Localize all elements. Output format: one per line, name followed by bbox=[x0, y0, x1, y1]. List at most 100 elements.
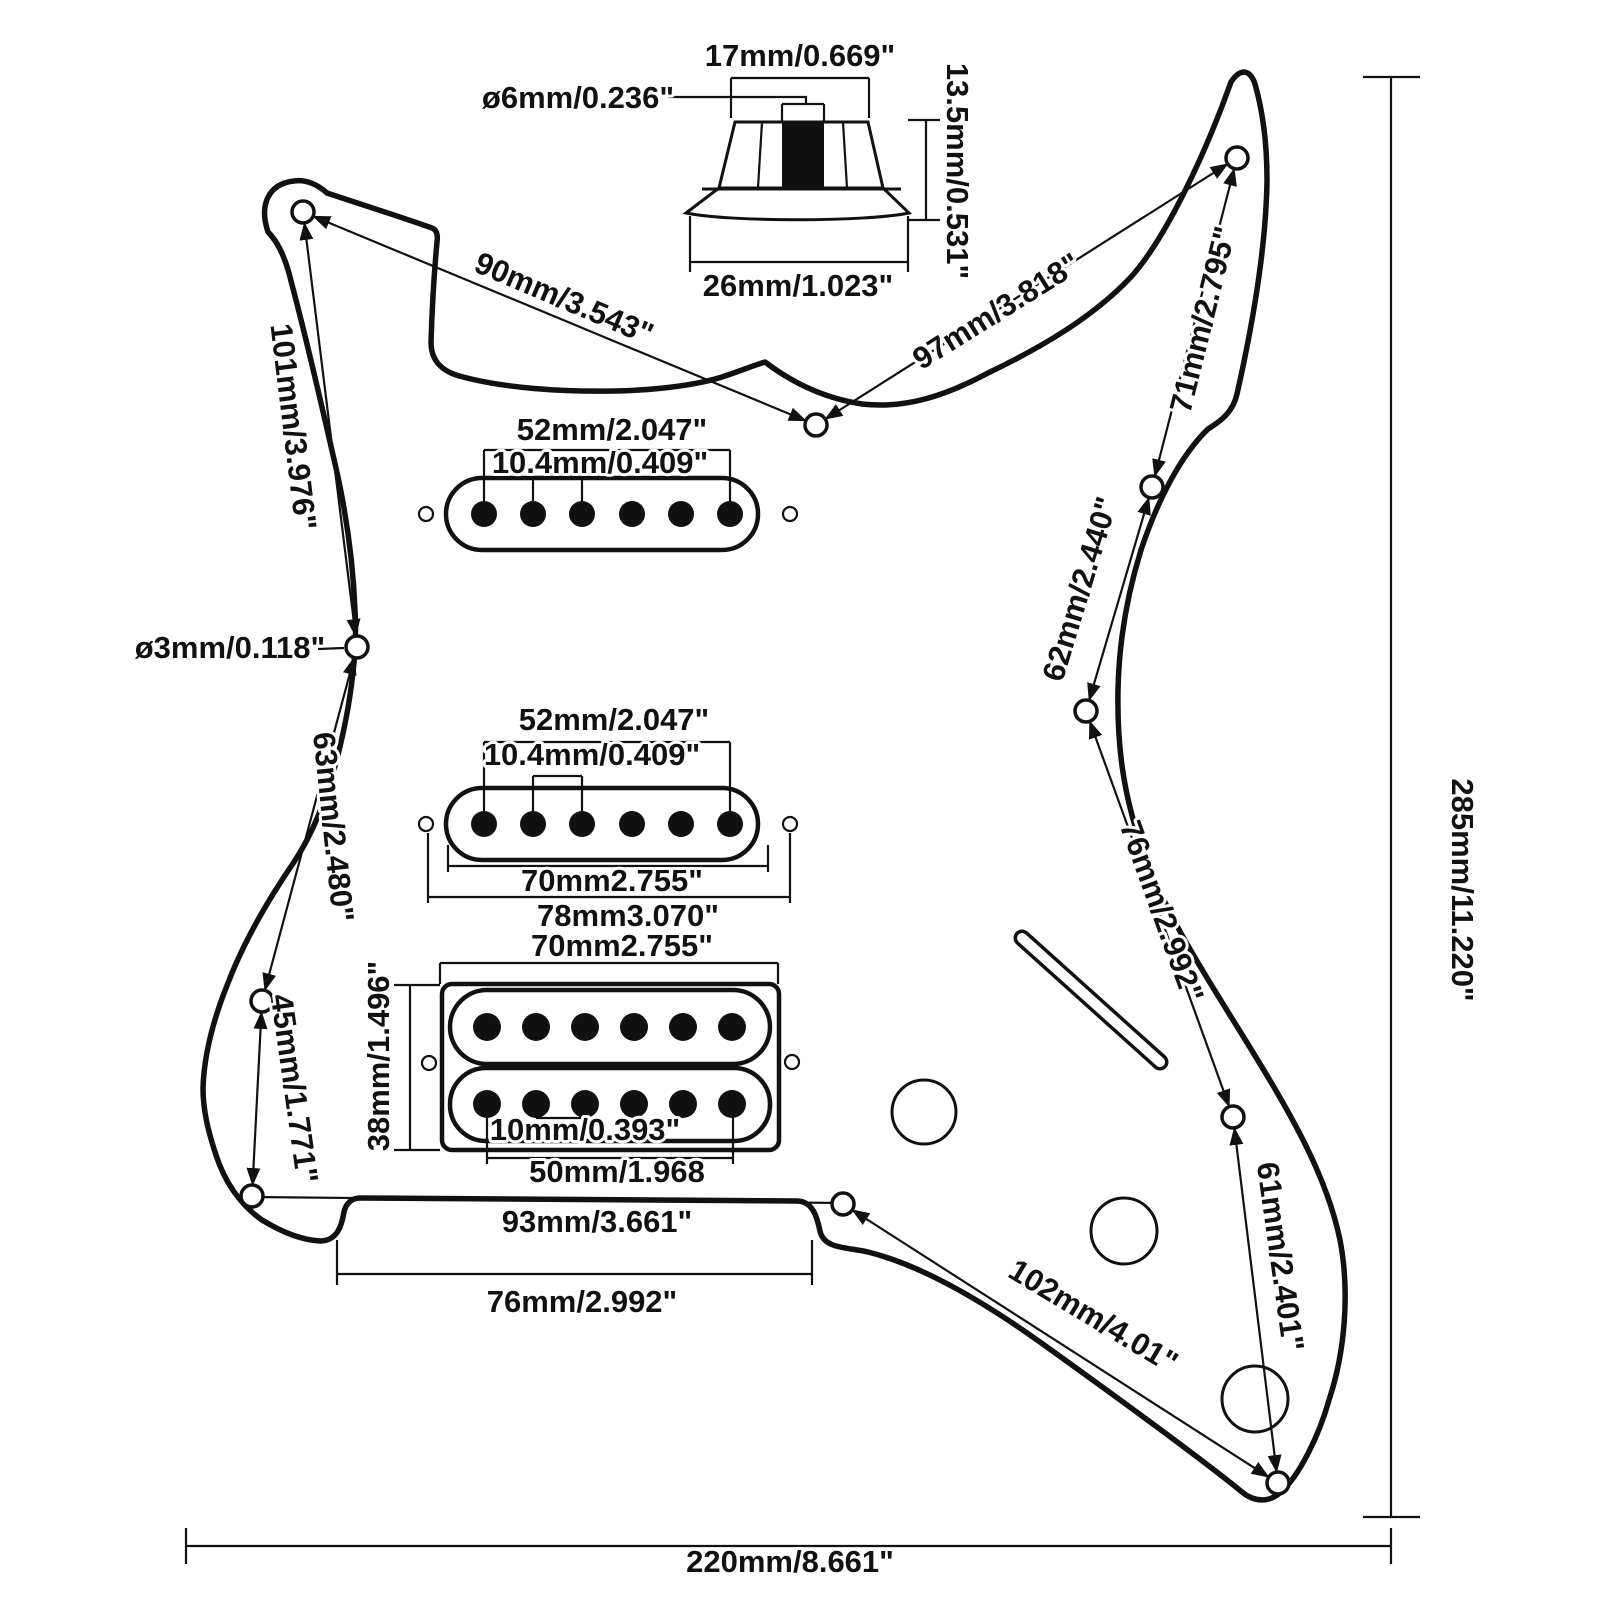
dim-screw-hole-diameter: ø3mm/0.118" bbox=[135, 630, 325, 665]
dim-line-102mm bbox=[842, 1203, 1279, 1484]
pole-dot bbox=[473, 1090, 501, 1118]
dim-screw-span-62mm: 62mm/2.440" bbox=[1035, 493, 1124, 685]
pickup-mount-hole bbox=[781, 815, 799, 833]
control-knob-drawing bbox=[682, 120, 913, 222]
pole-dot bbox=[669, 1013, 697, 1041]
pole-dot bbox=[620, 1090, 648, 1118]
pole-dot bbox=[669, 1090, 697, 1118]
pole-dot bbox=[717, 811, 743, 837]
dim-mid-pickup-pole-pitch: 10.4mm/0.409" bbox=[484, 737, 700, 772]
pole-dot bbox=[569, 811, 595, 837]
dim-bridge-cutout-76mm: 76mm/2.992" bbox=[487, 1284, 678, 1319]
pole-dot bbox=[718, 1090, 746, 1118]
pot-hole-tone1 bbox=[1089, 1196, 1159, 1266]
dim-line-70mm-mid bbox=[446, 845, 770, 872]
dimension-labels: 17mm/0.669" ø6mm/0.236" 13.5mm/0.531" 26mm/… bbox=[132, 35, 1483, 1582]
pole-dot bbox=[668, 501, 694, 527]
dim-leader-3mm bbox=[317, 646, 345, 651]
pole-dot bbox=[471, 811, 497, 837]
overall-dimension-lines bbox=[184, 75, 1420, 1564]
dim-screw-span-45mm: 45mm/1.771" bbox=[264, 992, 325, 1186]
knob-skirt bbox=[682, 186, 913, 222]
dim-neck-pickup-pole-span: 52mm/2.047" bbox=[517, 412, 708, 447]
pole-dot bbox=[717, 501, 743, 527]
dim-bracket-6mm bbox=[780, 102, 826, 121]
pole-dot bbox=[471, 501, 497, 527]
dim-bracket-10_4mm-mid bbox=[531, 774, 584, 811]
dim-screw-span-76mm-right: 76mm/2.992" bbox=[1113, 816, 1211, 1007]
pickup-mount-hole bbox=[781, 505, 799, 523]
dim-line-45mm bbox=[246, 1000, 268, 1197]
screw-holes bbox=[239, 145, 1291, 1496]
dim-line-76mm-bottom bbox=[335, 1240, 814, 1285]
screw-hole-bottom-right bbox=[1265, 1470, 1291, 1496]
dim-line-50mm bbox=[485, 1116, 735, 1164]
dim-screw-span-101mm: 101mm/3.976" bbox=[263, 321, 323, 531]
pot-hole-volume bbox=[890, 1078, 958, 1146]
dim-overall-width: 220mm/8.661" bbox=[686, 1544, 894, 1579]
neck-pickup-cover bbox=[443, 475, 761, 553]
dim-mid-pickup-screw-span: 78mm3.070" bbox=[537, 898, 719, 933]
dim-bridge-pole-pitch: 10mm/0.393" bbox=[490, 1112, 681, 1147]
pickup-mount-hole bbox=[417, 815, 435, 833]
dim-line-93mm bbox=[251, 1195, 844, 1205]
dim-line-38mm bbox=[394, 983, 440, 1152]
screw-hole-right-horn bbox=[1224, 145, 1250, 171]
screw-hole-left-middle bbox=[344, 634, 370, 660]
pole-dot bbox=[571, 1013, 599, 1041]
humbucker-coil-bottom bbox=[447, 1065, 773, 1144]
dim-line-62mm bbox=[1084, 486, 1154, 712]
humbucker-coil-top bbox=[447, 987, 773, 1067]
dim-knob-height: 13.5mm/0.531" bbox=[940, 63, 975, 279]
dim-mid-pickup-pole-span: 52mm/2.047" bbox=[519, 702, 710, 737]
dim-screw-span-97mm: 97mm/3.818" bbox=[906, 246, 1086, 377]
pole-dot bbox=[473, 1013, 501, 1041]
dim-screw-span-71mm: 71mm/2.795" bbox=[1163, 223, 1243, 416]
dim-line-52mm-mid bbox=[482, 740, 732, 811]
dim-bridge-pickup-width: 70mm2.755" bbox=[531, 928, 713, 963]
dim-knob-shaft-diameter: ø6mm/0.236" bbox=[482, 80, 674, 115]
neck-pickup bbox=[417, 448, 799, 553]
screw-hole-upper-left-horn bbox=[290, 199, 316, 225]
dim-line-70mm-bridge bbox=[438, 961, 780, 984]
dim-line-101mm bbox=[299, 211, 361, 648]
screw-hole-bridge-right bbox=[830, 1191, 856, 1217]
switch-slot-inner bbox=[1017, 933, 1165, 1067]
dim-line-76mm-right bbox=[1084, 710, 1235, 1118]
pole-dot bbox=[620, 1013, 648, 1041]
knob-face-edge-left bbox=[756, 121, 764, 189]
screw-hole-right-upper bbox=[1139, 474, 1165, 500]
dim-bracket-10_4mm-neck bbox=[531, 475, 584, 501]
dim-line-90mm bbox=[302, 210, 817, 427]
pickup-mount-hole bbox=[417, 505, 435, 523]
screw-hole-top-middle bbox=[803, 412, 829, 438]
screw-hole-right-middle bbox=[1073, 698, 1099, 724]
pot-hole-tone2 bbox=[1220, 1364, 1290, 1434]
dim-bridge-pole-span: 50mm/1.968 bbox=[529, 1154, 705, 1189]
dim-knob-top-width: 17mm/0.669" bbox=[705, 38, 896, 73]
pole-dot bbox=[520, 501, 546, 527]
dim-neck-pickup-pole-pitch: 10.4mm/0.409" bbox=[492, 445, 708, 480]
pickup-mount-hole bbox=[783, 1053, 801, 1071]
screw-hole-lower-right-edge bbox=[1220, 1104, 1246, 1130]
dim-line-63mm bbox=[260, 646, 359, 1002]
screw-hole-bottom-left bbox=[239, 1183, 265, 1209]
humbucker-frame bbox=[439, 981, 782, 1153]
dim-bridge-pickup-height: 38mm/1.496" bbox=[361, 961, 396, 1152]
dim-leader-6mm bbox=[668, 95, 808, 104]
pole-dot bbox=[569, 501, 595, 527]
dim-knob-base-width: 26mm/1.023" bbox=[703, 268, 894, 303]
pole-dot bbox=[522, 1013, 550, 1041]
dim-line-220mm bbox=[184, 1528, 1393, 1564]
dim-line-285mm bbox=[1363, 75, 1420, 1519]
dim-screw-span-102mm: 102mm/4.01" bbox=[1003, 1252, 1184, 1380]
pole-dot bbox=[619, 811, 645, 837]
dim-line-52mm-neck bbox=[482, 448, 732, 501]
dim-screw-span-90mm: 90mm/3.543" bbox=[470, 245, 659, 352]
dim-line-78mm bbox=[426, 833, 792, 903]
middle-pickup bbox=[417, 740, 799, 903]
pole-dot bbox=[520, 811, 546, 837]
pole-dot bbox=[668, 811, 694, 837]
knob-face-edge-right bbox=[841, 121, 849, 189]
